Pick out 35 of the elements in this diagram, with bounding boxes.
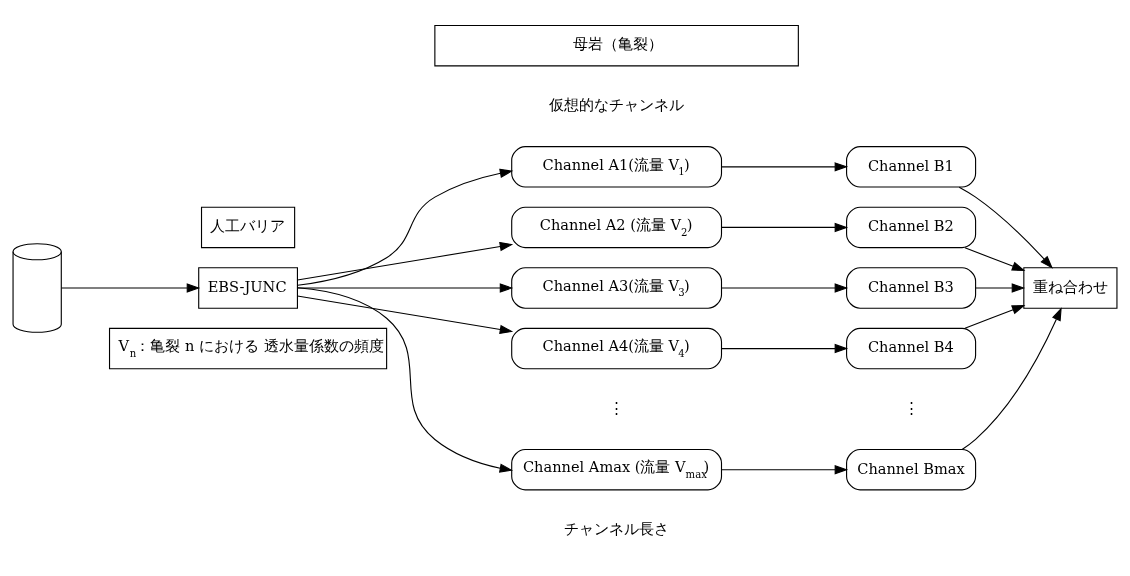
arrow [958, 186, 1053, 269]
label: ⋮ [609, 398, 625, 416]
arrow [721, 283, 849, 293]
arrow [297, 168, 514, 286]
label: ⋮ [903, 398, 919, 416]
node-box: Channel A2 (流量 V$_{2}$) [511, 206, 723, 249]
arrow [721, 162, 849, 172]
node-box: Channel B4 [846, 327, 977, 370]
node-box: EBS-JUNC [198, 267, 298, 309]
node-box: 人工バリア [200, 206, 296, 249]
node-box: 重ね合わせ [1023, 267, 1118, 309]
node-box: Channel A4(流量 V$_{4}$) [511, 327, 723, 370]
arrow [296, 241, 514, 281]
arrow [964, 247, 1026, 272]
label: チャンネル長さ [563, 520, 669, 538]
arrow [721, 343, 849, 354]
arrow [964, 304, 1026, 329]
arrow [297, 287, 514, 473]
node-box: Channel A3(流量 V$_{3}$) [511, 267, 723, 309]
node-box: Channel Bmax [846, 449, 977, 491]
node-box: Channel B3 [846, 267, 977, 309]
node-box: Channel B1 [846, 146, 977, 188]
label: 仮想的なチャンネル [549, 96, 685, 114]
node-box: 母岩（亀裂） [434, 24, 799, 67]
node-box: Channel A1(流量 V$_{1}$) [511, 146, 723, 188]
arrow [296, 295, 514, 335]
arrow [60, 283, 201, 293]
node-box: Channel Amax (流量 V$_{max}$) [511, 449, 723, 491]
arrow [721, 465, 849, 475]
arrow [961, 307, 1062, 450]
node-box: Channel B2 [846, 206, 977, 249]
arrow [975, 283, 1026, 293]
arrow [296, 283, 514, 293]
node-box: V$_{n}$：亀裂 n における 透水量係数の頻度 [108, 327, 388, 370]
arrow [721, 222, 849, 233]
